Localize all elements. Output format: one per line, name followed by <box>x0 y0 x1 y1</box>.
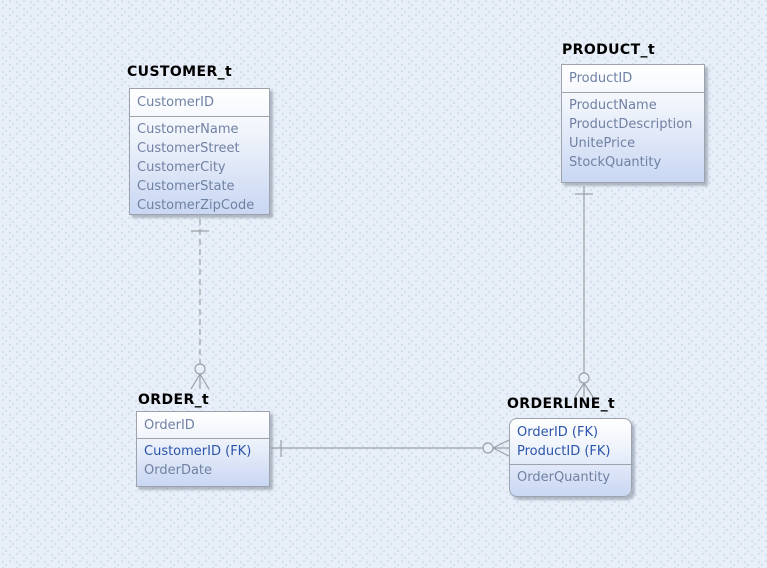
entity-orderline[interactable]: OrderID (FK) ProductID (FK) OrderQuantit… <box>509 418 632 497</box>
cardinality-zero-circle <box>194 363 206 375</box>
attribute-row: OrderQuantity <box>517 470 611 485</box>
primary-key-section: CustomerID <box>130 89 269 117</box>
attribute-row: UnitePrice <box>569 136 636 151</box>
pk-attribute-row: ProductID <box>569 71 633 86</box>
fk-attribute-row: CustomerID (FK) <box>144 444 252 459</box>
relationship-product-orderline[interactable] <box>574 186 594 398</box>
entity-title-customer: CUSTOMER_t <box>127 64 233 80</box>
fk-attribute-row: OrderID (FK) <box>517 425 599 440</box>
entity-product[interactable]: ProductID ProductName ProductDescription… <box>561 64 705 183</box>
pk-attribute-row: CustomerID <box>137 95 214 110</box>
primary-key-section: OrderID (FK) ProductID (FK) <box>510 419 631 465</box>
attribute-row: CustomerCity <box>137 160 226 175</box>
crow-foot-icon <box>574 382 594 398</box>
attribute-row: ProductName <box>569 98 657 113</box>
attribute-section: ProductName ProductDescription UnitePric… <box>562 93 704 172</box>
attribute-row: OrderDate <box>144 463 213 478</box>
entity-title-order: ORDER_t <box>138 392 210 408</box>
primary-key-section: OrderID <box>137 412 269 439</box>
relationship-order-orderline[interactable] <box>271 439 510 457</box>
cardinality-zero-circle <box>482 442 494 454</box>
pk-attribute-row: OrderID <box>144 418 195 433</box>
relationship-customer-order[interactable] <box>190 219 210 390</box>
entity-order[interactable]: OrderID CustomerID (FK) OrderDate <box>136 411 270 487</box>
attribute-row: StockQuantity <box>569 155 662 170</box>
attribute-row: CustomerState <box>137 179 235 194</box>
attribute-row: ProductDescription <box>569 117 693 132</box>
crow-foot-icon <box>190 373 210 390</box>
primary-key-section: ProductID <box>562 65 704 93</box>
cardinality-zero-circle <box>578 372 590 384</box>
entity-title-orderline: ORDERLINE_t <box>507 396 616 412</box>
entity-title-product: PRODUCT_t <box>562 42 656 58</box>
attribute-row: CustomerStreet <box>137 141 240 156</box>
attribute-section: CustomerID (FK) OrderDate <box>137 439 269 480</box>
crow-foot-icon <box>492 439 510 457</box>
fk-attribute-row: ProductID (FK) <box>517 444 611 459</box>
attribute-row: CustomerName <box>137 122 239 137</box>
attribute-section: CustomerName CustomerStreet CustomerCity… <box>130 117 269 215</box>
attribute-section: OrderQuantity <box>510 465 631 487</box>
attribute-row: CustomerZipCode <box>137 198 255 213</box>
entity-customer[interactable]: CustomerID CustomerName CustomerStreet C… <box>129 88 270 215</box>
